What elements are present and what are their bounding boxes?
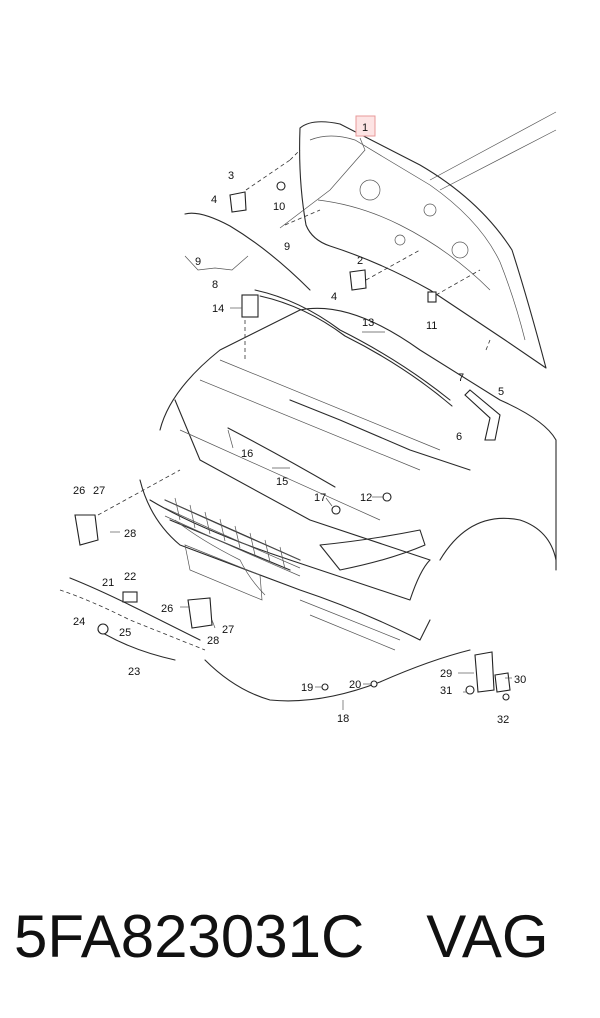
clip-19: [321, 683, 329, 691]
callout-4b: 4: [331, 291, 337, 303]
part-code-caption: 5FA823031C VAG: [14, 897, 594, 977]
callout-12: 12: [360, 492, 372, 504]
callout-1-highlight: [355, 115, 376, 137]
callout-29: 29: [440, 668, 452, 680]
lock-29: [474, 651, 495, 693]
front-grille: [164, 497, 301, 577]
callout-9: 9: [195, 256, 201, 268]
bracket-14: [241, 294, 259, 318]
cable-24-dashed: [59, 589, 206, 651]
gas-strut-5: [464, 389, 501, 441]
callout-14: 14: [212, 303, 224, 315]
callout-1: 1: [362, 122, 368, 134]
callout-30: 30: [514, 674, 526, 686]
bump-stop-11: [427, 291, 437, 303]
callout-22: 22: [124, 571, 136, 583]
leader-lines: [97, 137, 512, 710]
latch-26: [74, 514, 99, 546]
cable-23: [97, 629, 176, 661]
car-body: [139, 307, 557, 651]
callout-8: 8: [212, 279, 218, 291]
callout-17: 17: [314, 492, 326, 504]
callout-11: 11: [426, 320, 437, 332]
callout-32: 32: [497, 714, 509, 726]
callout-16: 16: [241, 448, 253, 460]
callout-26: 26: [73, 485, 85, 497]
callout-labels: 1 2 3 4 4 5 6 7 8 9 9 10 11 12 13 14 15 …: [73, 122, 526, 726]
callout-31: 31: [440, 685, 452, 697]
callout-27: 27: [93, 485, 105, 497]
screw-31: [465, 685, 475, 695]
callout-2: 2: [357, 255, 363, 267]
callout-20: 20: [349, 679, 361, 691]
callout-26b: 26: [161, 603, 173, 615]
engine-bay-seal: [254, 289, 451, 401]
callout-6: 6: [456, 431, 462, 443]
callout-23: 23: [128, 666, 140, 678]
callout-18: 18: [337, 713, 349, 725]
clip-20: [370, 680, 378, 688]
hinge-3: [229, 191, 247, 213]
callout-25: 25: [119, 627, 131, 639]
callout-13: 13: [362, 317, 374, 329]
hood-seal-strip: [184, 212, 311, 291]
bracket-30: [494, 672, 511, 693]
brand-label: VAG: [426, 903, 549, 970]
clip-22: [122, 591, 138, 603]
callout-9b: 9: [284, 241, 290, 253]
callout-7: 7: [458, 372, 464, 384]
callout-24: 24: [73, 616, 85, 628]
release-cable: [204, 649, 471, 702]
callout-15: 15: [276, 476, 288, 488]
part-number: 5FA823031C: [14, 903, 365, 970]
nut-32: [502, 693, 510, 701]
grommet-17: [331, 505, 341, 515]
callout-27b: 27: [222, 624, 234, 636]
callout-28: 28: [124, 528, 136, 540]
callout-3: 3: [228, 170, 234, 182]
callout-4: 4: [211, 194, 217, 206]
cable-21: [69, 577, 201, 641]
hinge-2: [349, 269, 367, 291]
cap-10: [276, 181, 286, 191]
callout-10: 10: [273, 201, 285, 213]
lock-26b: [187, 597, 213, 629]
callout-5: 5: [498, 386, 504, 398]
clip-25: [97, 623, 109, 635]
callout-21: 21: [102, 577, 114, 589]
clip-12: [382, 492, 392, 502]
callout-28b: 28: [207, 635, 219, 647]
callout-19: 19: [301, 682, 313, 694]
support-rod: [227, 427, 336, 488]
hood-panel: [299, 121, 547, 369]
windshield-edge: [429, 111, 557, 191]
engine-bay-seal-inner: [259, 295, 453, 407]
